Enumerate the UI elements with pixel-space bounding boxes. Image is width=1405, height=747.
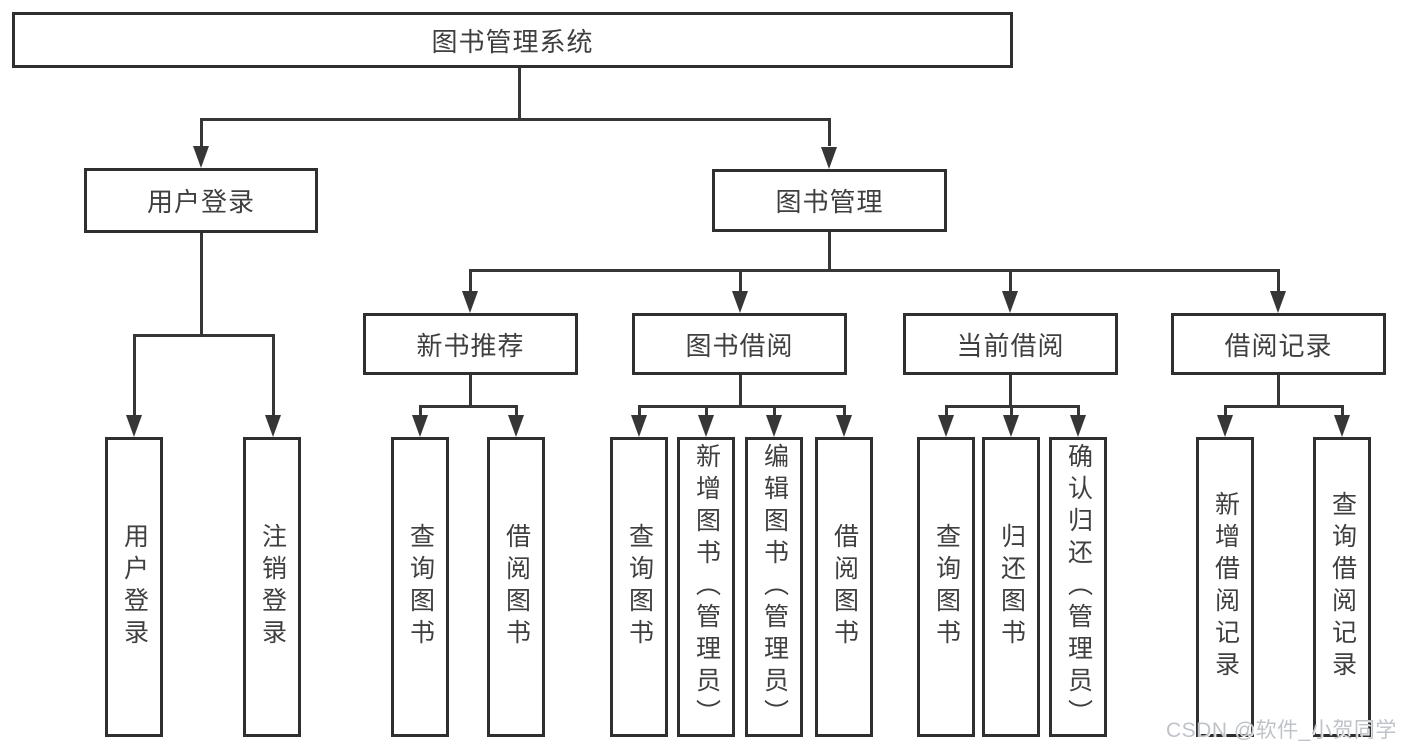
connector-line: [773, 405, 776, 415]
arrow-down-icon: [766, 415, 782, 437]
connector-line: [1009, 375, 1012, 407]
arrow-down-icon: [698, 415, 714, 437]
connector-line: [200, 118, 203, 146]
node-new-book-recommend: 新书推荐: [363, 313, 578, 375]
connector-line: [843, 405, 846, 415]
connector-line: [200, 118, 830, 121]
connector-line: [518, 68, 521, 118]
leaf-user-login: 用户登录: [105, 437, 163, 737]
connector-line: [828, 232, 831, 271]
arrow-down-icon: [1334, 415, 1350, 437]
arrow-down-icon: [821, 147, 837, 169]
connector-line: [638, 405, 641, 415]
node-user-login: 用户登录: [84, 168, 318, 233]
arrow-down-icon: [265, 415, 281, 437]
connector-line: [1341, 405, 1344, 415]
connector-line: [1009, 269, 1012, 293]
arrow-down-icon: [508, 415, 524, 437]
connector-line: [739, 269, 742, 293]
leaf-edit-book-admin: 编辑图书（管理员）: [745, 437, 803, 737]
connector-line: [828, 118, 831, 146]
leaf-query-borrow-record: 查询借阅记录: [1313, 437, 1371, 737]
leaf-query-books-recommend: 查询图书: [391, 437, 449, 737]
arrow-down-icon: [1217, 415, 1233, 437]
connector-line: [638, 405, 846, 408]
connector-line: [1277, 375, 1280, 407]
connector-line: [419, 405, 518, 408]
arrow-down-icon: [732, 291, 748, 313]
node-book-management: 图书管理: [712, 169, 947, 232]
connector-line: [469, 269, 1280, 272]
leaf-query-books-current: 查询图书: [917, 437, 975, 737]
connector-line: [515, 405, 518, 415]
connector-line: [419, 405, 422, 415]
arrow-down-icon: [1270, 291, 1286, 313]
connector-line: [133, 334, 274, 337]
node-current-borrowing: 当前借阅: [903, 313, 1118, 375]
connector-line: [469, 375, 472, 407]
connector-line: [133, 334, 136, 415]
arrow-down-icon: [1070, 415, 1086, 437]
leaf-add-book-admin: 新增图书（管理员）: [677, 437, 735, 737]
arrow-down-icon: [462, 291, 478, 313]
node-book-borrowing: 图书借阅: [632, 313, 847, 375]
arrow-down-icon: [193, 146, 209, 168]
leaf-add-borrow-record: 新增借阅记录: [1196, 437, 1254, 737]
connector-line: [1077, 405, 1080, 415]
arrow-down-icon: [1003, 415, 1019, 437]
leaf-logout: 注销登录: [243, 437, 301, 737]
arrow-down-icon: [1002, 291, 1018, 313]
connector-line: [200, 233, 203, 336]
arrow-down-icon: [412, 415, 428, 437]
leaf-borrow-books-borrowing: 借阅图书: [815, 437, 873, 737]
arrow-down-icon: [126, 415, 142, 437]
watermark-text: CSDN @软件_小贺同学: [1166, 719, 1397, 742]
root-node-library-management-system: 图书管理系统: [12, 12, 1013, 68]
connector-line: [1010, 405, 1013, 415]
node-borrowing-records: 借阅记录: [1171, 313, 1386, 375]
leaf-borrow-books-recommend: 借阅图书: [487, 437, 545, 737]
connector-line: [469, 269, 472, 293]
connector-line: [1224, 405, 1227, 415]
connector-line: [1224, 405, 1343, 408]
connector-line: [272, 334, 275, 415]
leaf-confirm-return-admin: 确认归还（管理员）: [1049, 437, 1107, 737]
leaf-query-books-borrowing: 查询图书: [610, 437, 668, 737]
connector-line: [739, 375, 742, 407]
arrow-down-icon: [938, 415, 954, 437]
arrow-down-icon: [631, 415, 647, 437]
connector-line: [705, 405, 708, 415]
connector-line: [1277, 269, 1280, 293]
leaf-return-books: 归还图书: [982, 437, 1040, 737]
connector-line: [945, 405, 948, 415]
arrow-down-icon: [836, 415, 852, 437]
